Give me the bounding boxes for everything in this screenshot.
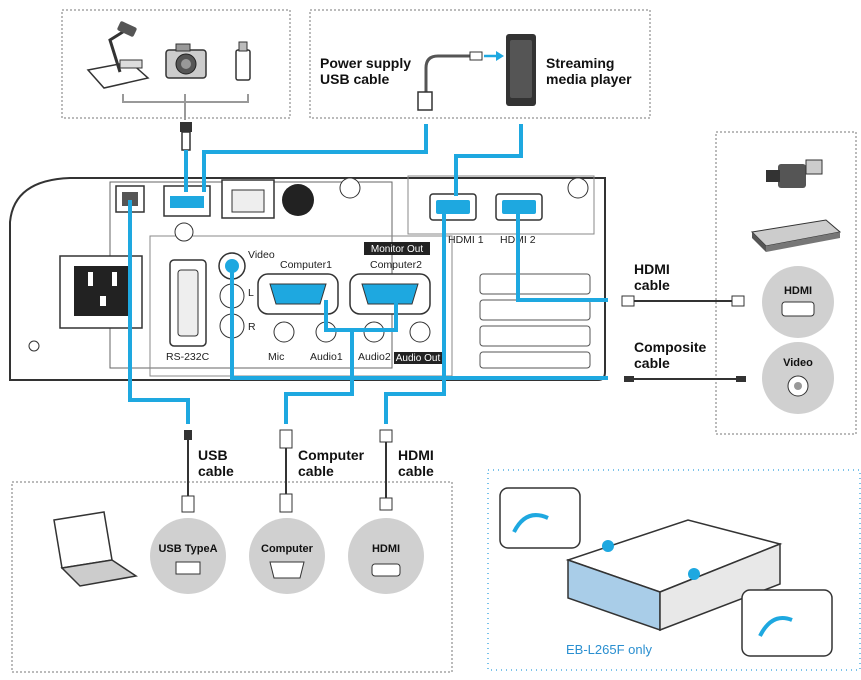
rs232c-label: RS-232C — [166, 351, 210, 363]
streaming-label-1: Streaming — [546, 55, 614, 71]
video-device-label: Video — [783, 357, 813, 369]
composite-cable-label-2: cable — [634, 355, 670, 371]
mic-label: Mic — [268, 351, 284, 363]
hdmi-bottom-circle — [348, 518, 424, 594]
hdmi-bottom-label: HDMI — [372, 543, 400, 555]
dark-knob — [282, 184, 314, 216]
audio-out-label: Audio Out — [396, 353, 441, 364]
detail-magnifier-right — [741, 589, 833, 657]
projector-illustration — [565, 519, 783, 632]
ebl265f-group-box — [487, 469, 861, 671]
computer-cable-label-1: Computer — [298, 447, 365, 463]
digital-camera-icon — [165, 43, 207, 79]
laptop-icon — [53, 511, 138, 587]
power-supply-label-2: USB cable — [320, 71, 389, 87]
usb-cable-label-2: cable — [198, 463, 234, 479]
hdmi-cable-bottom-label-1: HDMI — [398, 447, 434, 463]
composite-cable — [624, 376, 746, 382]
audio-out-tag — [394, 352, 442, 364]
hdmi-cable-right-label-1: HDMI — [634, 261, 670, 277]
usb-stick-icon — [235, 41, 251, 81]
audio1-label: Audio1 — [310, 351, 343, 363]
computer-circle — [249, 518, 325, 594]
mic-jack — [273, 321, 295, 343]
usb-typea-label: USB TypeA — [158, 543, 217, 555]
monitor-out-tag — [364, 242, 430, 255]
computer1-label: Computer1 — [280, 259, 332, 271]
audio2-label: Audio2 — [358, 351, 391, 363]
hdmi-cable-right — [621, 295, 745, 307]
blu-ray-player-icon — [750, 219, 842, 252]
computer2-label: Computer2 — [370, 259, 422, 271]
camcorder-icon — [766, 159, 823, 188]
computer-cable-bottom — [279, 429, 293, 513]
usb-cable-bottom — [181, 430, 195, 513]
model-note: EB-L265F only — [566, 642, 652, 657]
document-camera-icon — [86, 21, 150, 89]
streaming-group-box — [309, 9, 651, 119]
computer-cable-label-2: cable — [298, 463, 334, 479]
monitor-out-label: Monitor Out — [371, 244, 423, 255]
hdmi-cable-right-label-2: cable — [634, 277, 670, 293]
hdmi-cable-bottom-label-2: cable — [398, 463, 434, 479]
usb-device-bracket — [122, 94, 249, 120]
connect-arrowhead — [496, 51, 504, 61]
power-usb-cable-icon — [417, 51, 483, 111]
usb-typea-icon — [175, 561, 201, 575]
computer-group-box — [11, 481, 453, 673]
hdmi-port-icon — [371, 563, 401, 577]
usb-device-group-box — [61, 9, 291, 119]
projector-rear-panel — [9, 175, 606, 381]
av-device-group-box — [715, 131, 857, 435]
vga-port-icon — [269, 561, 305, 579]
usb-cable-label-1: USB — [198, 447, 228, 463]
cable-routes — [128, 124, 608, 424]
power-supply-label-1: Power supply — [320, 55, 411, 71]
hdmi-device-icon — [781, 301, 815, 317]
detail-magnifier-left — [499, 487, 581, 549]
composite-cable-label-1: Composite — [634, 339, 707, 355]
hdmi1-label: HDMI 1 — [448, 234, 484, 246]
r-label: R — [248, 321, 256, 333]
video-port-label: Video — [248, 249, 275, 261]
computer-label: Computer — [261, 543, 314, 555]
audio-out-jack — [409, 321, 431, 343]
usb-typea-circle — [150, 518, 226, 594]
usb-plug-top — [180, 122, 192, 151]
streaming-player-icon — [506, 34, 536, 106]
l-label: L — [248, 287, 254, 299]
hdmi-cable-bottom — [379, 429, 393, 511]
streaming-label-2: media player — [546, 71, 632, 87]
hdmi-device-label: HDMI — [784, 285, 812, 297]
